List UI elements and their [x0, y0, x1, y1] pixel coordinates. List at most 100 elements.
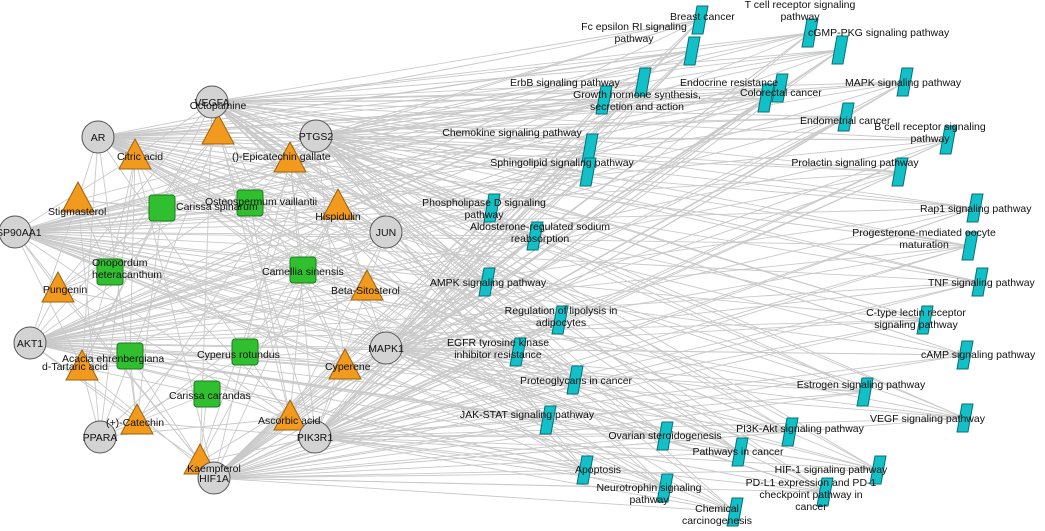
edge: [315, 135, 741, 453]
gene-node[interactable]: [369, 215, 403, 249]
edge: [213, 32, 811, 479]
edge: [29, 199, 79, 344]
gene-node[interactable]: [197, 461, 231, 495]
herb-node[interactable]: [193, 380, 221, 408]
edge: [315, 135, 976, 209]
pathway-label: Chemokine signaling pathway: [442, 127, 582, 139]
pathway-node[interactable]: [483, 193, 501, 223]
pathway-node[interactable]: [869, 455, 887, 485]
pathway-node[interactable]: [966, 193, 984, 223]
pathway-node[interactable]: [757, 83, 775, 113]
pathway-node[interactable]: [595, 85, 613, 115]
pathway-node[interactable]: [566, 365, 584, 395]
pathway-node[interactable]: [896, 67, 914, 97]
pathway-node[interactable]: [816, 477, 834, 507]
gene-node[interactable]: [298, 420, 332, 454]
edge: [199, 269, 304, 463]
compound-node[interactable]: [41, 270, 75, 303]
herb-node[interactable]: [116, 342, 144, 370]
pathway-node[interactable]: [837, 102, 855, 132]
edge: [211, 101, 291, 419]
compound-node[interactable]: [201, 112, 235, 145]
edge: [314, 87, 781, 438]
gene-node[interactable]: [13, 326, 47, 360]
herb-node[interactable]: [96, 258, 124, 286]
herb-node[interactable]: [231, 338, 259, 366]
pathway-label: cGMP-PKG signaling pathway: [808, 27, 950, 39]
edge: [314, 50, 693, 438]
herb-node[interactable]: [289, 256, 317, 284]
pathway-node[interactable]: [731, 437, 749, 467]
compound-node[interactable]: [273, 398, 307, 431]
pathway-label: MAPK signaling pathway: [845, 77, 962, 89]
pathway-node[interactable]: [939, 125, 957, 155]
compound-label: Cyperene: [325, 361, 371, 373]
pathway-node[interactable]: [634, 67, 652, 97]
gene-node[interactable]: [83, 420, 117, 454]
pathway-node[interactable]: [856, 377, 874, 407]
pathway-node[interactable]: [801, 18, 819, 48]
edge: [14, 231, 291, 419]
compound-node[interactable]: [273, 140, 307, 173]
edge: [199, 135, 317, 463]
gene-node[interactable]: [369, 331, 403, 365]
edge: [315, 50, 693, 137]
pathway-node[interactable]: [956, 340, 974, 370]
edge: [217, 131, 387, 233]
edge: [314, 147, 591, 438]
pathway-node[interactable]: [771, 73, 789, 103]
pathway-label: Estrogen signaling pathway: [797, 379, 926, 391]
edge: [29, 50, 693, 344]
gene-node[interactable]: [195, 85, 229, 119]
pathway-node[interactable]: [831, 35, 849, 65]
herb-node[interactable]: [148, 194, 176, 222]
pathway-node[interactable]: [656, 473, 674, 503]
pathway-node[interactable]: [478, 267, 496, 297]
pathway-node[interactable]: [576, 455, 594, 485]
edge: [97, 136, 736, 513]
pathway-node[interactable]: [916, 305, 934, 335]
pathway-node[interactable]: [579, 157, 597, 187]
edge: [97, 136, 926, 321]
edge: [385, 319, 926, 349]
pathway-node[interactable]: [971, 267, 989, 297]
gene-node[interactable]: [0, 215, 32, 249]
compound-node[interactable]: [118, 137, 152, 170]
compound-node[interactable]: [61, 180, 95, 213]
pathway-node[interactable]: [539, 405, 557, 435]
pathway-node[interactable]: [551, 305, 569, 335]
edge: [99, 131, 219, 438]
pathway-node[interactable]: [656, 421, 674, 451]
edge: [29, 207, 493, 344]
pathway-node[interactable]: [891, 157, 909, 187]
pathway-node[interactable]: [526, 221, 544, 251]
pathway-node[interactable]: [691, 5, 709, 35]
pathway-node[interactable]: [509, 337, 527, 367]
gene-node[interactable]: [81, 120, 115, 154]
compound-node[interactable]: [350, 268, 384, 301]
compound-node[interactable]: [120, 402, 154, 435]
edge: [129, 156, 136, 357]
edge: [29, 342, 736, 513]
pathway-node[interactable]: [956, 403, 974, 433]
edge: [385, 347, 666, 489]
edge: [314, 436, 879, 471]
edge: [315, 99, 605, 137]
pathway-node[interactable]: [781, 417, 799, 447]
pathway-node[interactable]: [961, 231, 979, 261]
edge: [213, 116, 847, 479]
compound-label: Kaempferol: [187, 463, 241, 475]
compound-node[interactable]: [328, 347, 362, 380]
pathway-label: Endocrine resistance: [680, 77, 778, 89]
gene-node[interactable]: [299, 119, 333, 153]
pathway-node[interactable]: [683, 36, 701, 66]
compound-node[interactable]: [65, 348, 99, 381]
edge: [97, 136, 291, 419]
compound-node[interactable]: [321, 187, 355, 220]
herb-node[interactable]: [236, 189, 264, 217]
edge: [97, 19, 701, 138]
edge: [314, 419, 549, 438]
pathway-node[interactable]: [726, 497, 744, 527]
edge: [109, 156, 136, 273]
